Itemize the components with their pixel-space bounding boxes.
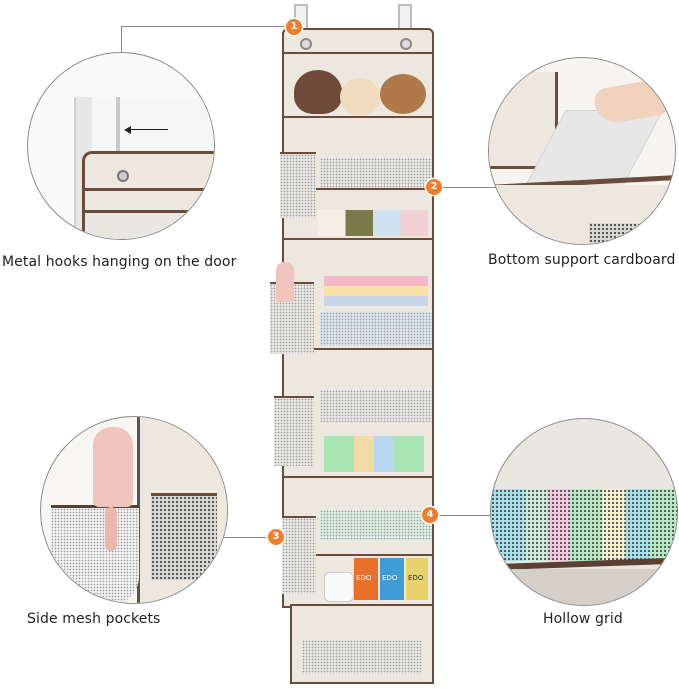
organizer-corner (82, 151, 214, 239)
box-label: EDO (408, 574, 424, 582)
hollow-grid-mesh (491, 489, 677, 561)
caption-mesh-pockets: Side mesh pockets (27, 611, 161, 627)
mesh-window (151, 493, 217, 580)
bottom-mesh-window (302, 640, 422, 674)
shelf-mesh (589, 223, 649, 244)
leader-line-1-h (121, 26, 291, 27)
shelf-1-front-mesh (320, 158, 432, 188)
arrow-icon (128, 129, 168, 130)
shelf-7 (290, 604, 434, 684)
box-label: EDO (356, 574, 372, 582)
toy-blocks (324, 436, 424, 472)
hook-strip (116, 97, 120, 163)
grommet-icon (117, 170, 129, 182)
shelf-3 (282, 238, 434, 352)
badge-4: 4 (422, 507, 438, 523)
grommet-left (300, 38, 312, 50)
badge-3: 3 (268, 529, 284, 545)
badge-1: 1 (286, 19, 302, 35)
side-mesh-pocket (51, 505, 139, 603)
caption-hooks: Metal hooks hanging on the door (2, 254, 237, 270)
leader-line-1-v (121, 26, 122, 54)
caption-cardboard: Bottom support cardboard (488, 252, 676, 268)
leader-line-4 (437, 515, 494, 516)
plush-bear-brown (294, 70, 342, 114)
detail-circle-hollow-grid (490, 418, 678, 606)
box-edo-1: EDO (354, 558, 378, 600)
shelf-4-front-mesh (320, 390, 432, 422)
side-pocket-4 (282, 516, 316, 594)
leader-line-3 (213, 537, 273, 538)
plush-dog (340, 78, 380, 116)
caption-hollow-grid: Hollow grid (543, 611, 623, 627)
towels (318, 210, 428, 236)
side-pocket-3 (274, 396, 314, 466)
side-pocket-1 (280, 152, 316, 218)
blankets (324, 276, 428, 306)
clear-pocket (85, 213, 214, 239)
grommet-right (400, 38, 412, 50)
box-edo-2: EDO (380, 558, 404, 600)
baby-bottle (276, 262, 294, 302)
organizer-top-panel (282, 28, 434, 120)
detail-circle-mesh-pockets (40, 416, 228, 604)
organizer-product: EDO EDO EDO (270, 0, 460, 689)
box-edo-3: EDO (406, 558, 428, 600)
round-jar (324, 572, 354, 602)
box-label: EDO (382, 574, 398, 582)
detail-circle-cardboard (488, 57, 676, 245)
leader-line-2 (442, 187, 498, 188)
badge-2: 2 (426, 179, 442, 195)
diapers-mesh (320, 312, 432, 346)
hollow-grid-window (320, 510, 432, 540)
bottle-handle (105, 507, 117, 551)
plush-bear-tan (380, 74, 426, 114)
detail-circle-hooks (27, 52, 215, 240)
baby-bottle-detail (93, 427, 133, 507)
